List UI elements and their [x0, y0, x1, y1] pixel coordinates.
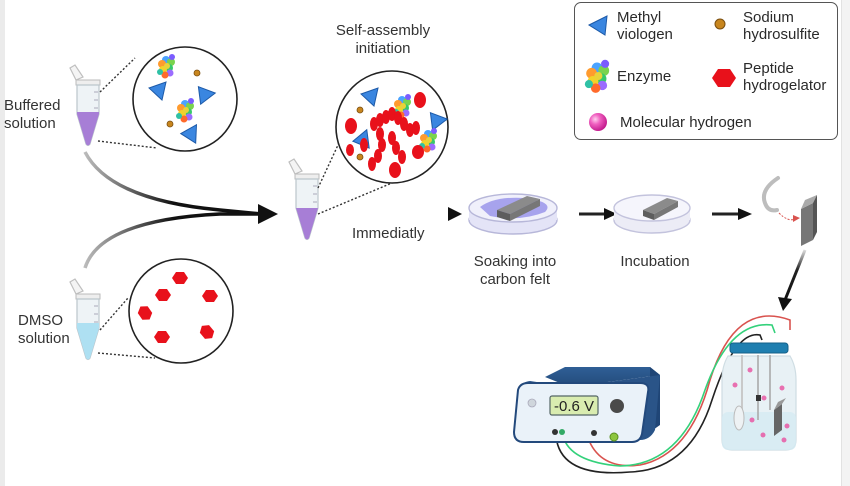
- sphere-icon: [589, 113, 607, 131]
- green-wire: [562, 323, 776, 467]
- legend-label: viologen: [617, 26, 673, 43]
- self-assembly-zoom-circle: [335, 70, 449, 184]
- incubation-label: Incubation: [620, 253, 690, 270]
- legend-label: hydrosulfite: [743, 26, 820, 43]
- dmso-zoom-circle: [128, 258, 234, 364]
- arrow-to-cell: [783, 249, 807, 301]
- legend-methyl-viologen: Methyl viologen: [617, 9, 673, 43]
- merge-arrow-bottom: [83, 212, 262, 269]
- self-assembly-line2: initiation: [355, 40, 411, 57]
- self-assembly-label: Self-assembly initiation: [318, 22, 448, 58]
- legend-label: Methyl: [617, 9, 662, 26]
- soaking-label: Soaking into carbon felt: [470, 253, 560, 289]
- legend-molecular-hydrogen: Molecular hydrogen: [620, 114, 752, 131]
- legend: Methyl viologen Sodium hydrosulfite Enzy…: [574, 2, 838, 140]
- enzyme-icon: [584, 59, 610, 93]
- merge-arrowhead: [258, 204, 278, 224]
- buffered-label-line1: Buffered: [4, 97, 61, 114]
- left-border: [0, 0, 5, 486]
- dot-icon: [714, 18, 726, 30]
- red-wire: [587, 315, 791, 467]
- right-scrollbar[interactable]: [841, 0, 850, 486]
- incubation-dish: [613, 194, 691, 234]
- voltage-display: -0.6 V: [554, 398, 594, 415]
- legend-label: Peptide: [743, 60, 794, 77]
- dmso-tube: [69, 278, 101, 361]
- soaking-line2: carbon felt: [479, 271, 551, 288]
- electrode-clip: [761, 176, 817, 246]
- immediately-label: Immediatly: [352, 225, 425, 242]
- electrochemical-cell: [721, 342, 797, 451]
- buffered-zoom-circle: [132, 46, 238, 152]
- soaking-line1: Soaking into: [473, 253, 557, 270]
- buffered-label-line2: solution: [4, 115, 56, 132]
- triangle-icon: [587, 15, 608, 36]
- legend-sodium-hydrosulfite: Sodium hydrosulfite: [743, 9, 820, 43]
- merge-arrow-top: [83, 151, 263, 216]
- dmso-label-line2: solution: [18, 330, 70, 347]
- buffered-tube: [69, 64, 101, 147]
- mixed-tube: [288, 158, 320, 241]
- potentiostat: -0.6 V: [512, 367, 660, 443]
- buffered-solution-label: Buffered solution: [4, 97, 60, 133]
- legend-peptide-hydrogelator: Peptide hydrogelator: [743, 60, 826, 94]
- hexagon-icon: [712, 69, 736, 87]
- dmso-label-line1: DMSO: [18, 312, 63, 329]
- dmso-solution-label: DMSO solution: [18, 312, 70, 348]
- soaking-dish: [468, 193, 558, 235]
- legend-enzyme: Enzyme: [617, 68, 672, 85]
- legend-label: Sodium: [743, 9, 794, 26]
- legend-label: hydrogelator: [743, 77, 827, 94]
- peptide-fibers: [345, 92, 426, 178]
- self-assembly-line1: Self-assembly: [335, 22, 431, 39]
